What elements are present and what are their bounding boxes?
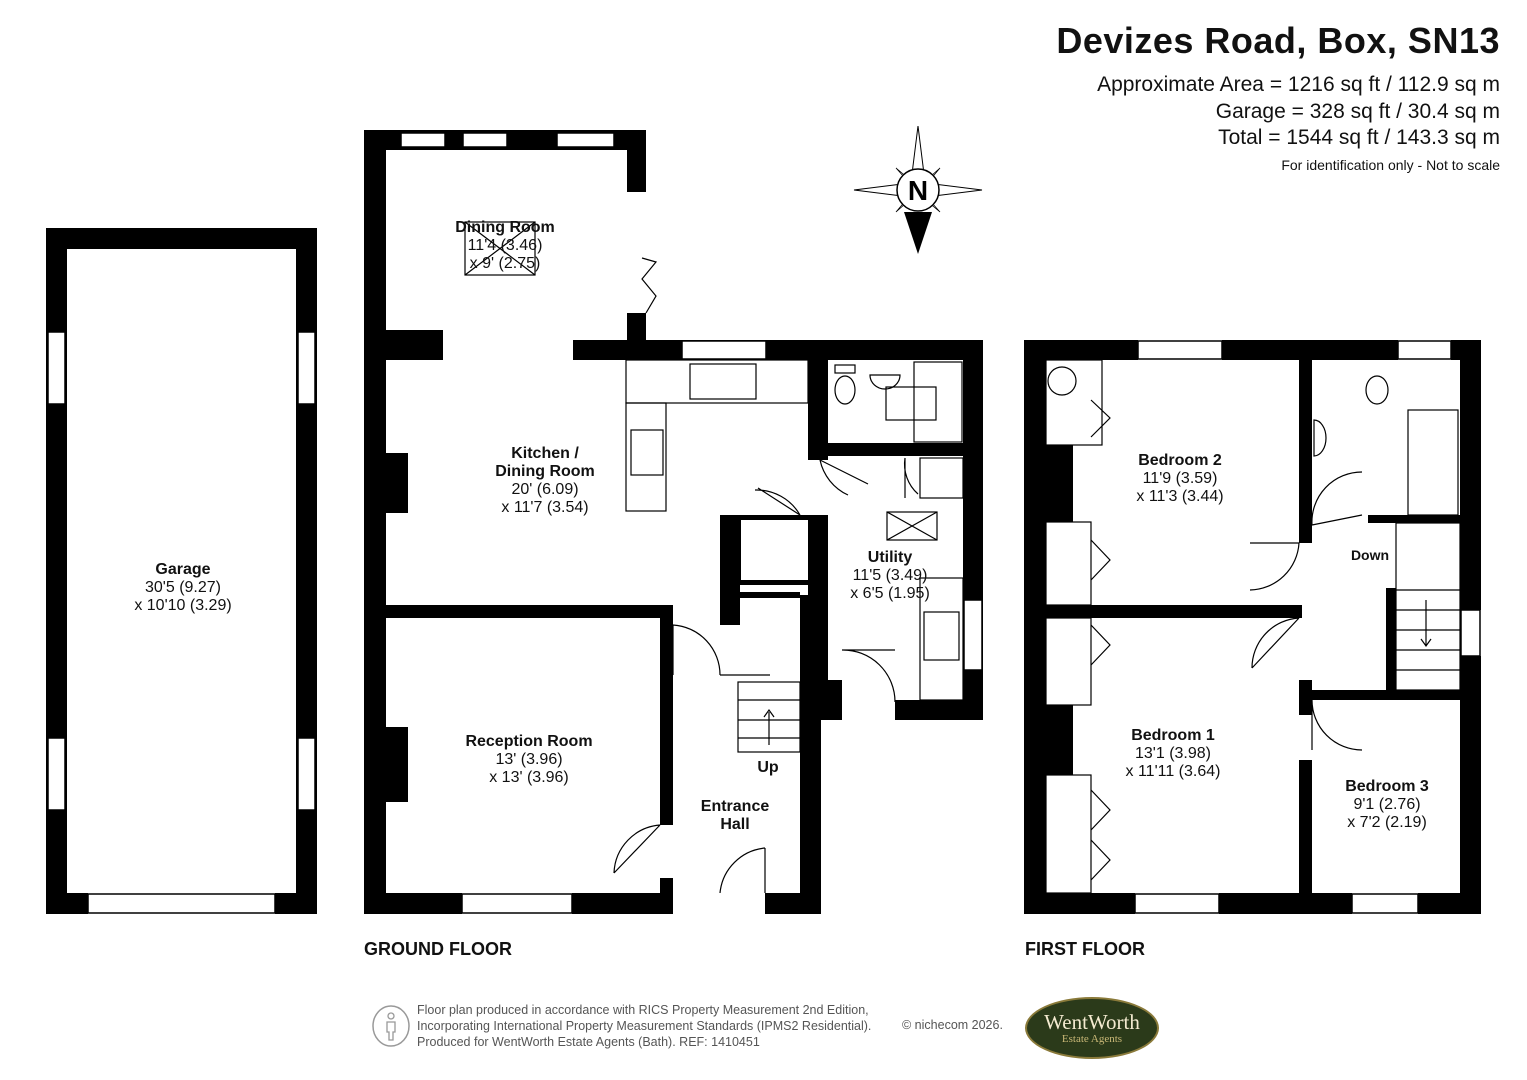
windows	[47, 132, 1481, 914]
room-kitchen: Kitchen / Dining Room 20' (6.09) x 11'7 …	[495, 445, 595, 517]
ground-floor-label: GROUND FLOOR	[364, 939, 512, 959]
stairs-up-label: Up	[757, 759, 779, 776]
first-floor-label: FIRST FLOOR	[1025, 939, 1145, 959]
room-dim: 30'5 (9.27)	[145, 579, 221, 596]
room-dim: x 11'11 (3.64)	[1125, 763, 1221, 780]
approximate-area: Approximate Area = 1216 sq ft / 112.9 sq…	[1097, 73, 1500, 96]
footer-text: Floor plan produced in accordance with R…	[417, 1002, 871, 1050]
room-dim: x 9' (2.75)	[469, 255, 541, 272]
walls	[46, 130, 1481, 914]
room-dim: x 10'10 (3.29)	[134, 597, 232, 614]
room-dim: x 6'5 (1.95)	[850, 585, 930, 602]
room-name: Bedroom 2	[1138, 452, 1222, 469]
scale-note: For identification only - Not to scale	[1281, 157, 1500, 173]
room-dim: x 11'3 (3.44)	[1136, 488, 1224, 505]
garage-area: Garage = 328 sq ft / 30.4 sq m	[1215, 100, 1500, 123]
room-name: Garage	[155, 561, 211, 578]
room-dim: x 7'2 (2.19)	[1347, 814, 1427, 831]
room-dim: 11'9 (3.59)	[1142, 470, 1218, 487]
footer-line: Floor plan produced in accordance with R…	[417, 1003, 869, 1017]
room-dim: x 11'7 (3.54)	[501, 499, 589, 516]
room-name: Utility	[867, 549, 913, 566]
room-dining: Dining Room 11'4 (3.46) x 9' (2.75)	[455, 219, 555, 273]
room-dim: 9'1 (2.76)	[1353, 796, 1421, 813]
room-bedroom-2: Bedroom 2 11'9 (3.59) x 11'3 (3.44)	[1136, 452, 1223, 506]
compass-letter: N	[908, 175, 928, 206]
wentworth-logo: WentWorth Estate Agents	[1025, 997, 1159, 1059]
room-name: Bedroom 3	[1345, 778, 1429, 795]
room-name: Hall	[720, 816, 750, 833]
room-name: Dining Room	[455, 219, 555, 236]
room-name: Reception Room	[465, 733, 593, 750]
room-dim: 20' (6.09)	[511, 481, 579, 498]
room-dim: 11'5 (3.49)	[852, 567, 928, 584]
person-icon	[372, 1005, 410, 1047]
compass-rose-icon: N	[853, 125, 983, 254]
room-entrance-hall: Entrance Hall	[701, 798, 769, 834]
room-reception: Reception Room 13' (3.96) x 13' (3.96)	[465, 733, 592, 787]
room-name: Dining Room	[495, 463, 595, 480]
room-garage: Garage 30'5 (9.27) x 10'10 (3.29)	[134, 561, 231, 615]
stairs-down-label: Down	[1350, 547, 1390, 563]
footer-line: Incorporating International Property Mea…	[417, 1019, 872, 1033]
fixtures	[464, 221, 1461, 894]
room-dim: 13'1 (3.98)	[1135, 745, 1211, 762]
copyright: © nichecom 2026.	[902, 1018, 1003, 1032]
logo-subtitle: Estate Agents	[1061, 1033, 1123, 1045]
footer-line: Produced for WentWorth Estate Agents (Ba…	[417, 1035, 760, 1049]
room-bedroom-3: Bedroom 3 9'1 (2.76) x 7'2 (2.19)	[1345, 778, 1429, 832]
room-dim: 11'4 (3.46)	[467, 237, 543, 254]
room-name: Entrance	[700, 798, 770, 815]
room-dim: 13' (3.96)	[495, 751, 563, 768]
room-name: Bedroom 1	[1131, 727, 1215, 744]
logo-name: WentWorth	[1044, 1010, 1140, 1034]
total-area: Total = 1544 sq ft / 143.3 sq m	[1218, 126, 1500, 149]
room-utility: Utility 11'5 (3.49) x 6'5 (1.95)	[850, 549, 930, 603]
room-name: Kitchen /	[511, 445, 579, 462]
property-title: Devizes Road, Box, SN13	[1056, 20, 1500, 61]
room-bedroom-1: Bedroom 1 13'1 (3.98) x 11'11 (3.64)	[1126, 727, 1221, 781]
room-dim: x 13' (3.96)	[489, 769, 569, 786]
